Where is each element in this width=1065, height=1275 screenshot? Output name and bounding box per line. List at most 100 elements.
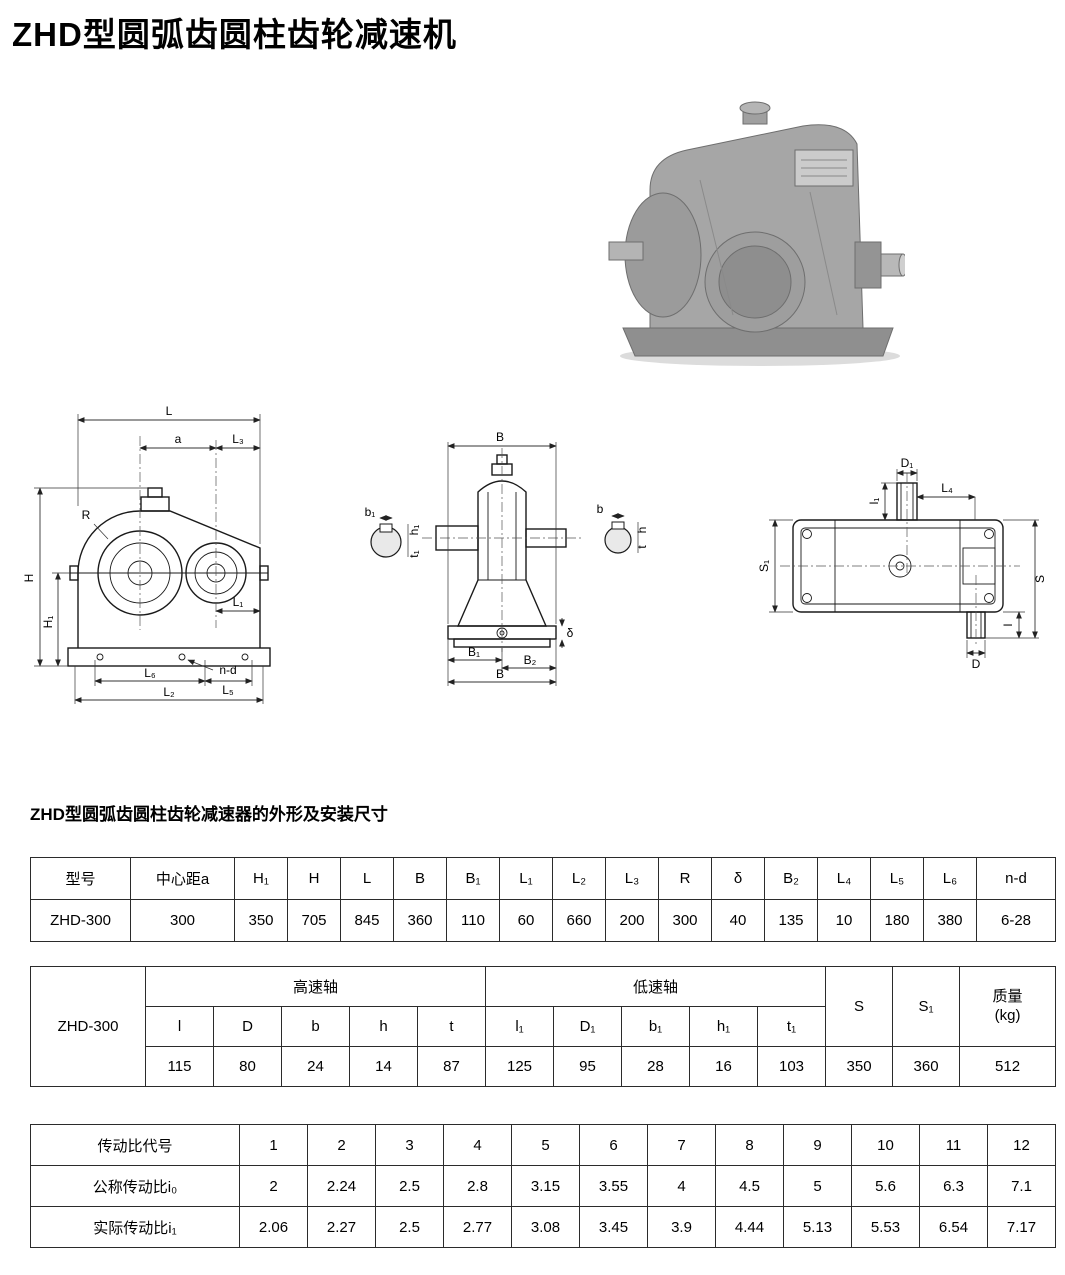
col-header: D₁ — [553, 1006, 623, 1047]
value-cell: 2.5 — [375, 1165, 444, 1207]
dim-label-D: D — [972, 657, 981, 671]
value-cell: 2.06 — [239, 1206, 308, 1248]
col-header: S — [825, 966, 894, 1047]
value-cell: 40 — [711, 899, 765, 942]
housing-outline — [435, 454, 567, 648]
table-row: ZHD-300 300 350 705 845 360 110 60 660 2… — [30, 899, 1056, 942]
dim-label-t: t — [635, 545, 649, 549]
value-cell: 125 — [485, 1046, 555, 1087]
value-cell: 4.5 — [715, 1165, 784, 1207]
value-cell: 103 — [757, 1046, 827, 1087]
value-cell: 2 — [307, 1124, 376, 1166]
col-header: 型号 — [30, 857, 131, 900]
value-cell: 5 — [511, 1124, 580, 1166]
dim-label-b: b — [597, 502, 604, 516]
dimension-labels: B B₁ B₂ B δ b₁ h₁ t₁ b h t — [365, 430, 649, 681]
value-cell: 4 — [443, 1124, 512, 1166]
value-cell: 2.24 — [307, 1165, 376, 1207]
value-cell: 2.27 — [307, 1206, 376, 1248]
dimension-labels: L a L₃ R H H₁ L₁ L₆ n-d L₅ L₂ — [22, 404, 244, 699]
col-header: L₆ — [923, 857, 977, 900]
center-lines — [422, 448, 582, 652]
value-cell: 6 — [579, 1124, 648, 1166]
value-cell: 10 — [851, 1124, 920, 1166]
dimension-lines — [772, 470, 1038, 656]
table-row: 传动比代号 1 2 3 4 5 6 7 8 9 10 11 12 — [30, 1124, 1056, 1166]
value-cell: 2 — [239, 1165, 308, 1207]
value-cell: 350 — [234, 899, 288, 942]
col-header-mass: 质量 (kg) — [959, 966, 1057, 1047]
value-cell: 60 — [499, 899, 553, 942]
dim-label-delta: δ — [567, 626, 574, 640]
value-cell: 135 — [764, 899, 818, 942]
dimension-lines — [379, 443, 625, 685]
value-cell: 4 — [647, 1165, 716, 1207]
front-bore — [718, 245, 792, 319]
col-header: H₁ — [234, 857, 288, 900]
value-cell: 5 — [783, 1165, 852, 1207]
front-view-drawing: L a L₃ R H H₁ L₁ L₆ n-d L₅ L₂ — [22, 404, 271, 704]
col-header: S₁ — [892, 966, 961, 1047]
col-header: b — [281, 1006, 350, 1047]
value-cell: 2.77 — [443, 1206, 512, 1248]
value-cell: 200 — [605, 899, 659, 942]
value-cell: 3.55 — [579, 1165, 648, 1207]
value-cell: 12 — [987, 1124, 1056, 1166]
group-header-low-speed-shaft: 低速轴 — [485, 966, 827, 1007]
dimension-labels: D₁ L₄ l₁ S₁ S l D — [757, 456, 1047, 671]
value-cell: 1 — [239, 1124, 308, 1166]
top-view-drawing: D₁ L₄ l₁ S₁ S l D — [757, 456, 1047, 671]
dim-label-H: H — [22, 574, 36, 583]
dim-label-B-bottom: B — [496, 667, 504, 681]
value-cell: 115 — [145, 1046, 214, 1087]
value-cell: 6.3 — [919, 1165, 988, 1207]
extension-lines — [769, 469, 1039, 658]
value-cell: 2.5 — [375, 1206, 444, 1248]
dim-label-h1: h₁ — [407, 525, 421, 536]
dim-label-L3: L₃ — [232, 432, 244, 446]
row-header-nominal-ratio: 公称传动比i₀ — [30, 1165, 240, 1207]
dim-label-L4: L₄ — [941, 481, 953, 495]
product-photo — [608, 101, 905, 366]
table-row: 公称传动比i₀ 2 2.24 2.5 2.8 3.15 3.55 4 4.5 5… — [30, 1165, 1056, 1207]
extension-lines — [34, 414, 264, 704]
table-row: 型号 中心距a H₁ H L B B₁ L₁ L₂ L₃ R δ B₂ L₄ L… — [30, 857, 1056, 900]
dim-label-L1: L₁ — [233, 595, 244, 609]
col-header: H — [287, 857, 341, 900]
dim-label-B1: B₁ — [468, 645, 480, 659]
value-cell: 28 — [621, 1046, 691, 1087]
value-cell: 3.08 — [511, 1206, 580, 1248]
value-cell: 6.54 — [919, 1206, 988, 1248]
input-shaft — [608, 241, 644, 261]
col-header: B₁ — [446, 857, 500, 900]
col-header: l₁ — [485, 1006, 555, 1047]
value-cell: 95 — [553, 1046, 623, 1087]
value-cell: 9 — [783, 1124, 852, 1166]
value-cell: 24 — [281, 1046, 350, 1087]
dim-label-a: a — [175, 432, 182, 446]
value-cell: 6-28 — [976, 899, 1056, 942]
output-flange — [854, 241, 882, 289]
dim-label-D1: D₁ — [901, 456, 914, 470]
dim-label-t1: t₁ — [407, 550, 421, 557]
value-cell: 7.17 — [987, 1206, 1056, 1248]
housing-outline — [67, 487, 271, 667]
table-row: 115 80 24 14 87 125 95 28 16 103 350 360… — [31, 1046, 1057, 1087]
dim-label-B-top: B — [496, 430, 504, 444]
dim-label-h: h — [635, 527, 649, 534]
value-cell: 14 — [349, 1046, 418, 1087]
col-header: n-d — [976, 857, 1056, 900]
value-cell: 300 — [130, 899, 235, 942]
value-cell: ZHD-300 — [30, 899, 131, 942]
rib — [809, 191, 838, 316]
value-cell: 180 — [870, 899, 924, 942]
col-header: b₁ — [621, 1006, 691, 1047]
dim-label-L6: L₆ — [144, 666, 156, 680]
row-header-actual-ratio: 实际传动比i₁ — [30, 1206, 240, 1248]
dim-label-nd: n-d — [219, 663, 236, 677]
dim-label-B2: B₂ — [524, 653, 537, 667]
dim-label-l: l — [1001, 624, 1015, 627]
col-header: h₁ — [689, 1006, 759, 1047]
col-header: t — [416, 1006, 487, 1047]
